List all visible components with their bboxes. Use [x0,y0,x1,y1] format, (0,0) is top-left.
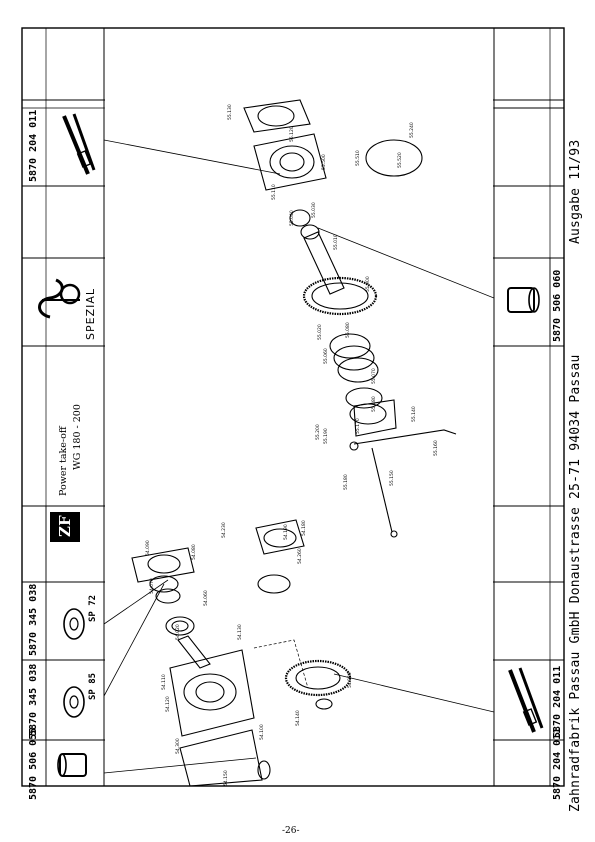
part-label: 55.180 [344,474,349,490]
part-label: 54.190 [284,524,289,540]
part-label: 55.200 [316,424,321,440]
part-label: 55.160 [434,440,439,456]
part-label: 55.130 [228,104,233,120]
part-label: 55.030 [312,202,317,218]
drift-tool-icon [62,113,96,175]
part-label: 54.140 [296,710,301,726]
part-label: 55.020 [318,324,323,340]
part-label: 54.090 [146,540,151,556]
washer-tool-icon [63,686,85,718]
tool-part-number: 5870 345 038 [28,663,39,736]
exploded-view-diagram [104,99,494,786]
spezial-text: SPEZIAL [84,288,97,340]
part-label: 55.060 [324,348,329,364]
part-label: 54.260 [298,548,303,564]
model-subtitle: WG 180 - 200 [72,404,83,470]
part-label: 55.520 [398,152,403,168]
part-label: 55.040 [290,210,295,226]
tool-part-number: 5870 204 011 [552,727,563,800]
part-label: 54.020 [176,624,181,640]
part-label: 54.060 [204,590,209,606]
part-label: 55.070 [372,368,377,384]
part-label: 55.150 [390,470,395,486]
zf-logo-text: ZF [56,515,74,537]
tool-part-number: 5870 506 060 [552,269,563,342]
sleeve-tool-icon [57,753,87,777]
part-label: 54.100 [260,724,265,740]
part-label: 55.190 [324,428,329,444]
part-label: 55.000 [366,276,371,292]
part-label: 55.500 [322,154,327,170]
page-number: -26- [282,826,300,836]
part-label: 54.110 [162,674,167,690]
part-label: 54.230 [222,522,227,538]
part-label: 54.150 [224,770,229,786]
part-label: 54.180 [302,520,307,536]
part-label: 55.180 [372,396,377,412]
part-label: 54.300 [176,738,181,754]
washer-tool-icon [63,608,85,640]
spezial-logo-icon [38,278,81,319]
zf-logo: ZF [50,512,80,542]
part-label: 55.080 [346,322,351,338]
tool-tag: SP 85 [88,672,98,700]
part-label: 55.010 [334,234,339,250]
tool-part-number: 5870 506 055 [28,727,39,800]
part-label: 54.080 [192,544,197,560]
part-label: 55.110 [272,184,277,200]
part-label: 55.140 [412,406,417,422]
manufacturer-address: Zahnradfabrik Passau GmbH Donaustrasse 2… [568,354,583,812]
part-label: 54.070 [150,578,155,594]
tool-part-number: 5870 204 011 [28,109,39,182]
part-label: 54.330 [348,672,353,688]
part-label: 55.510 [356,150,361,166]
tool-tag: SP 72 [88,594,98,622]
drift-tool-icon [508,667,544,733]
edition-text: Ausgabe 11/93 [568,139,583,244]
page-title: Power take-off [58,426,69,496]
part-label: 54.120 [166,696,171,712]
tool-part-number: 5870 345 038 [28,583,39,656]
sleeve-tool-icon [507,287,540,313]
part-label: 54.130 [238,624,243,640]
part-label: 55.170 [356,418,361,434]
part-label: 55.120 [290,126,295,142]
part-label: 55.240 [410,122,415,138]
